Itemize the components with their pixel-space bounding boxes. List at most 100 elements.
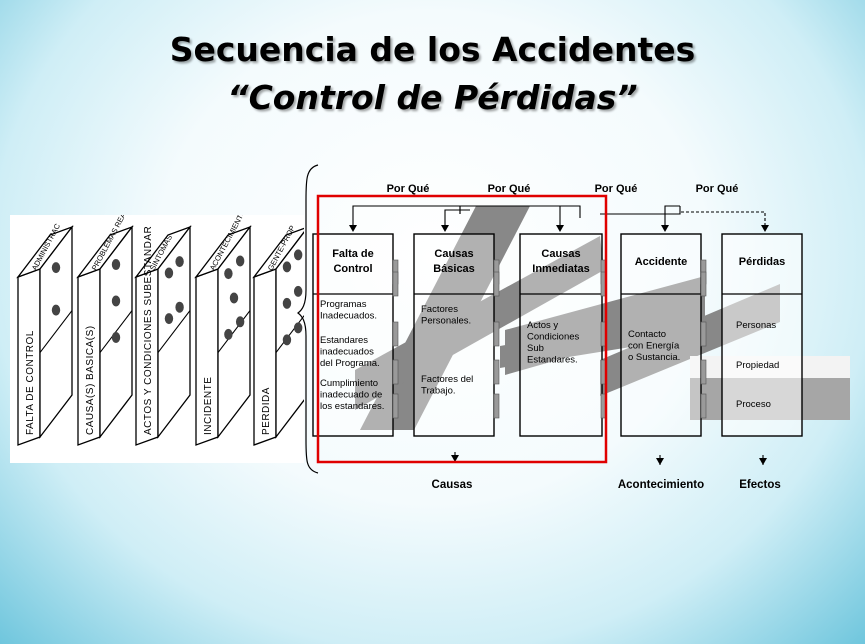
stage-header-text: Básicas (433, 263, 475, 275)
connector-tab (700, 393, 707, 419)
connector-tab (700, 359, 707, 385)
connector-tab (392, 393, 399, 419)
stage-item-text: Trabajo. (421, 386, 456, 397)
stage-header-text: Causas (541, 248, 580, 260)
stage-item-text: del Programa. (320, 358, 380, 369)
stage-item-text: con Energía (628, 341, 680, 352)
stage-item-text: inadecuado de (320, 390, 382, 401)
stage-item-text: o Sustancia. (628, 352, 680, 363)
domino-pip (282, 261, 292, 273)
domino-pip (51, 262, 61, 274)
connector-tab (392, 271, 399, 297)
stage-box-frame (620, 233, 702, 437)
domino-pip (111, 332, 121, 344)
stage-item-text: los estandares. (320, 401, 384, 412)
stage-box-frame (519, 233, 603, 437)
label-efectos: Efectos (739, 479, 781, 491)
domino-pip (111, 295, 121, 307)
domino-front-label: INCIDENTE (203, 377, 214, 435)
domino-pip (235, 255, 245, 267)
connector-tab (700, 321, 707, 347)
stage-item-text: Contacto (628, 329, 666, 340)
stage-box-frame (413, 233, 495, 437)
stage-item-text: Cumplimiento (320, 378, 378, 389)
arrow-head (451, 455, 459, 462)
stage-item-text: Factores (421, 304, 458, 315)
stage-header-text: Causas (434, 248, 473, 260)
arrow-head (656, 458, 664, 465)
domino-front-label: FALTA DE CONTROL (25, 330, 36, 435)
title-line-2: “Control de Pérdidas” (227, 78, 638, 117)
por-que-label: Por Qué (488, 183, 531, 195)
stage-item-text: Inadecuados. (320, 311, 377, 322)
stage-header-text: Falta de (332, 248, 374, 260)
stage-item-text: Proceso (736, 399, 771, 410)
por-que-label: Por Qué (595, 183, 638, 195)
connector-tab (493, 321, 500, 347)
domino-divider (217, 310, 251, 353)
feedback-line (680, 211, 766, 226)
domino-pip (229, 292, 239, 304)
domino-front-label: ACTOS Y CONDICIONES SUBESTANDAR (143, 226, 154, 435)
feedback-line (459, 205, 560, 214)
domino-pip (175, 256, 184, 268)
domino-divider (157, 310, 191, 353)
feedback-line (352, 205, 461, 226)
domino-pip (282, 297, 292, 309)
domino-pip (293, 249, 303, 261)
stage-box-frame (312, 233, 394, 437)
stage-box-frame (721, 233, 803, 437)
feedback-line (559, 205, 581, 226)
arrow-head (661, 225, 669, 232)
domino-2: CAUSA(S) BASICA(S)PROBLEMAS REALES (76, 199, 135, 446)
stage-item-text: Estandares (320, 335, 368, 346)
label-causas: Causas (432, 479, 473, 491)
stage-item-text: Sub (527, 343, 544, 354)
connector-tab (392, 321, 399, 347)
stage-box-1: Falta deControlProgramasInadecuados.Esta… (312, 233, 394, 437)
domino-divider (99, 310, 133, 353)
por-que-label: Por Qué (387, 183, 430, 195)
title-line-1: Secuencia de los Accidentes (169, 30, 696, 69)
connectors-layer (349, 205, 769, 465)
domino-pip (224, 268, 233, 280)
stage-item-text: Actos y (527, 320, 558, 331)
stage-item-text: Condiciones (527, 332, 580, 343)
stage-item-text: Personas (736, 320, 776, 331)
domino-pip (235, 316, 245, 328)
feedback-line (444, 209, 470, 226)
feedback-line (664, 205, 680, 226)
domino-pip (282, 334, 292, 346)
connector-tab (700, 271, 707, 297)
por-que-label: Por Qué (696, 183, 739, 195)
stage-item-text: Estandares. (527, 355, 578, 366)
domino-front-label: PERDIDA (261, 387, 272, 435)
domino-pip (293, 322, 303, 334)
connector-tab (493, 393, 500, 419)
stage-item-text: Programas (320, 299, 367, 310)
stage-box-2: CausasBásicasFactoresPersonales.Factores… (413, 233, 495, 437)
stage-item-text: Propiedad (736, 360, 779, 371)
stage-item-text: Personales. (421, 316, 471, 327)
curly-brace (297, 164, 319, 474)
feedback-line (600, 206, 681, 215)
domino-pip (51, 304, 61, 316)
domino-pip (164, 267, 174, 279)
arrow-head (761, 225, 769, 232)
stage-header-text: Inmediatas (532, 263, 589, 275)
connector-tab (493, 359, 500, 385)
causes-highlight-frame (316, 194, 608, 464)
shadow-bar-2 (355, 236, 604, 410)
domino-divider (39, 310, 73, 353)
arrow-head (759, 458, 767, 465)
boxes-layer: Falta deControlProgramasInadecuados.Esta… (312, 233, 803, 437)
arrow-head (349, 225, 357, 232)
